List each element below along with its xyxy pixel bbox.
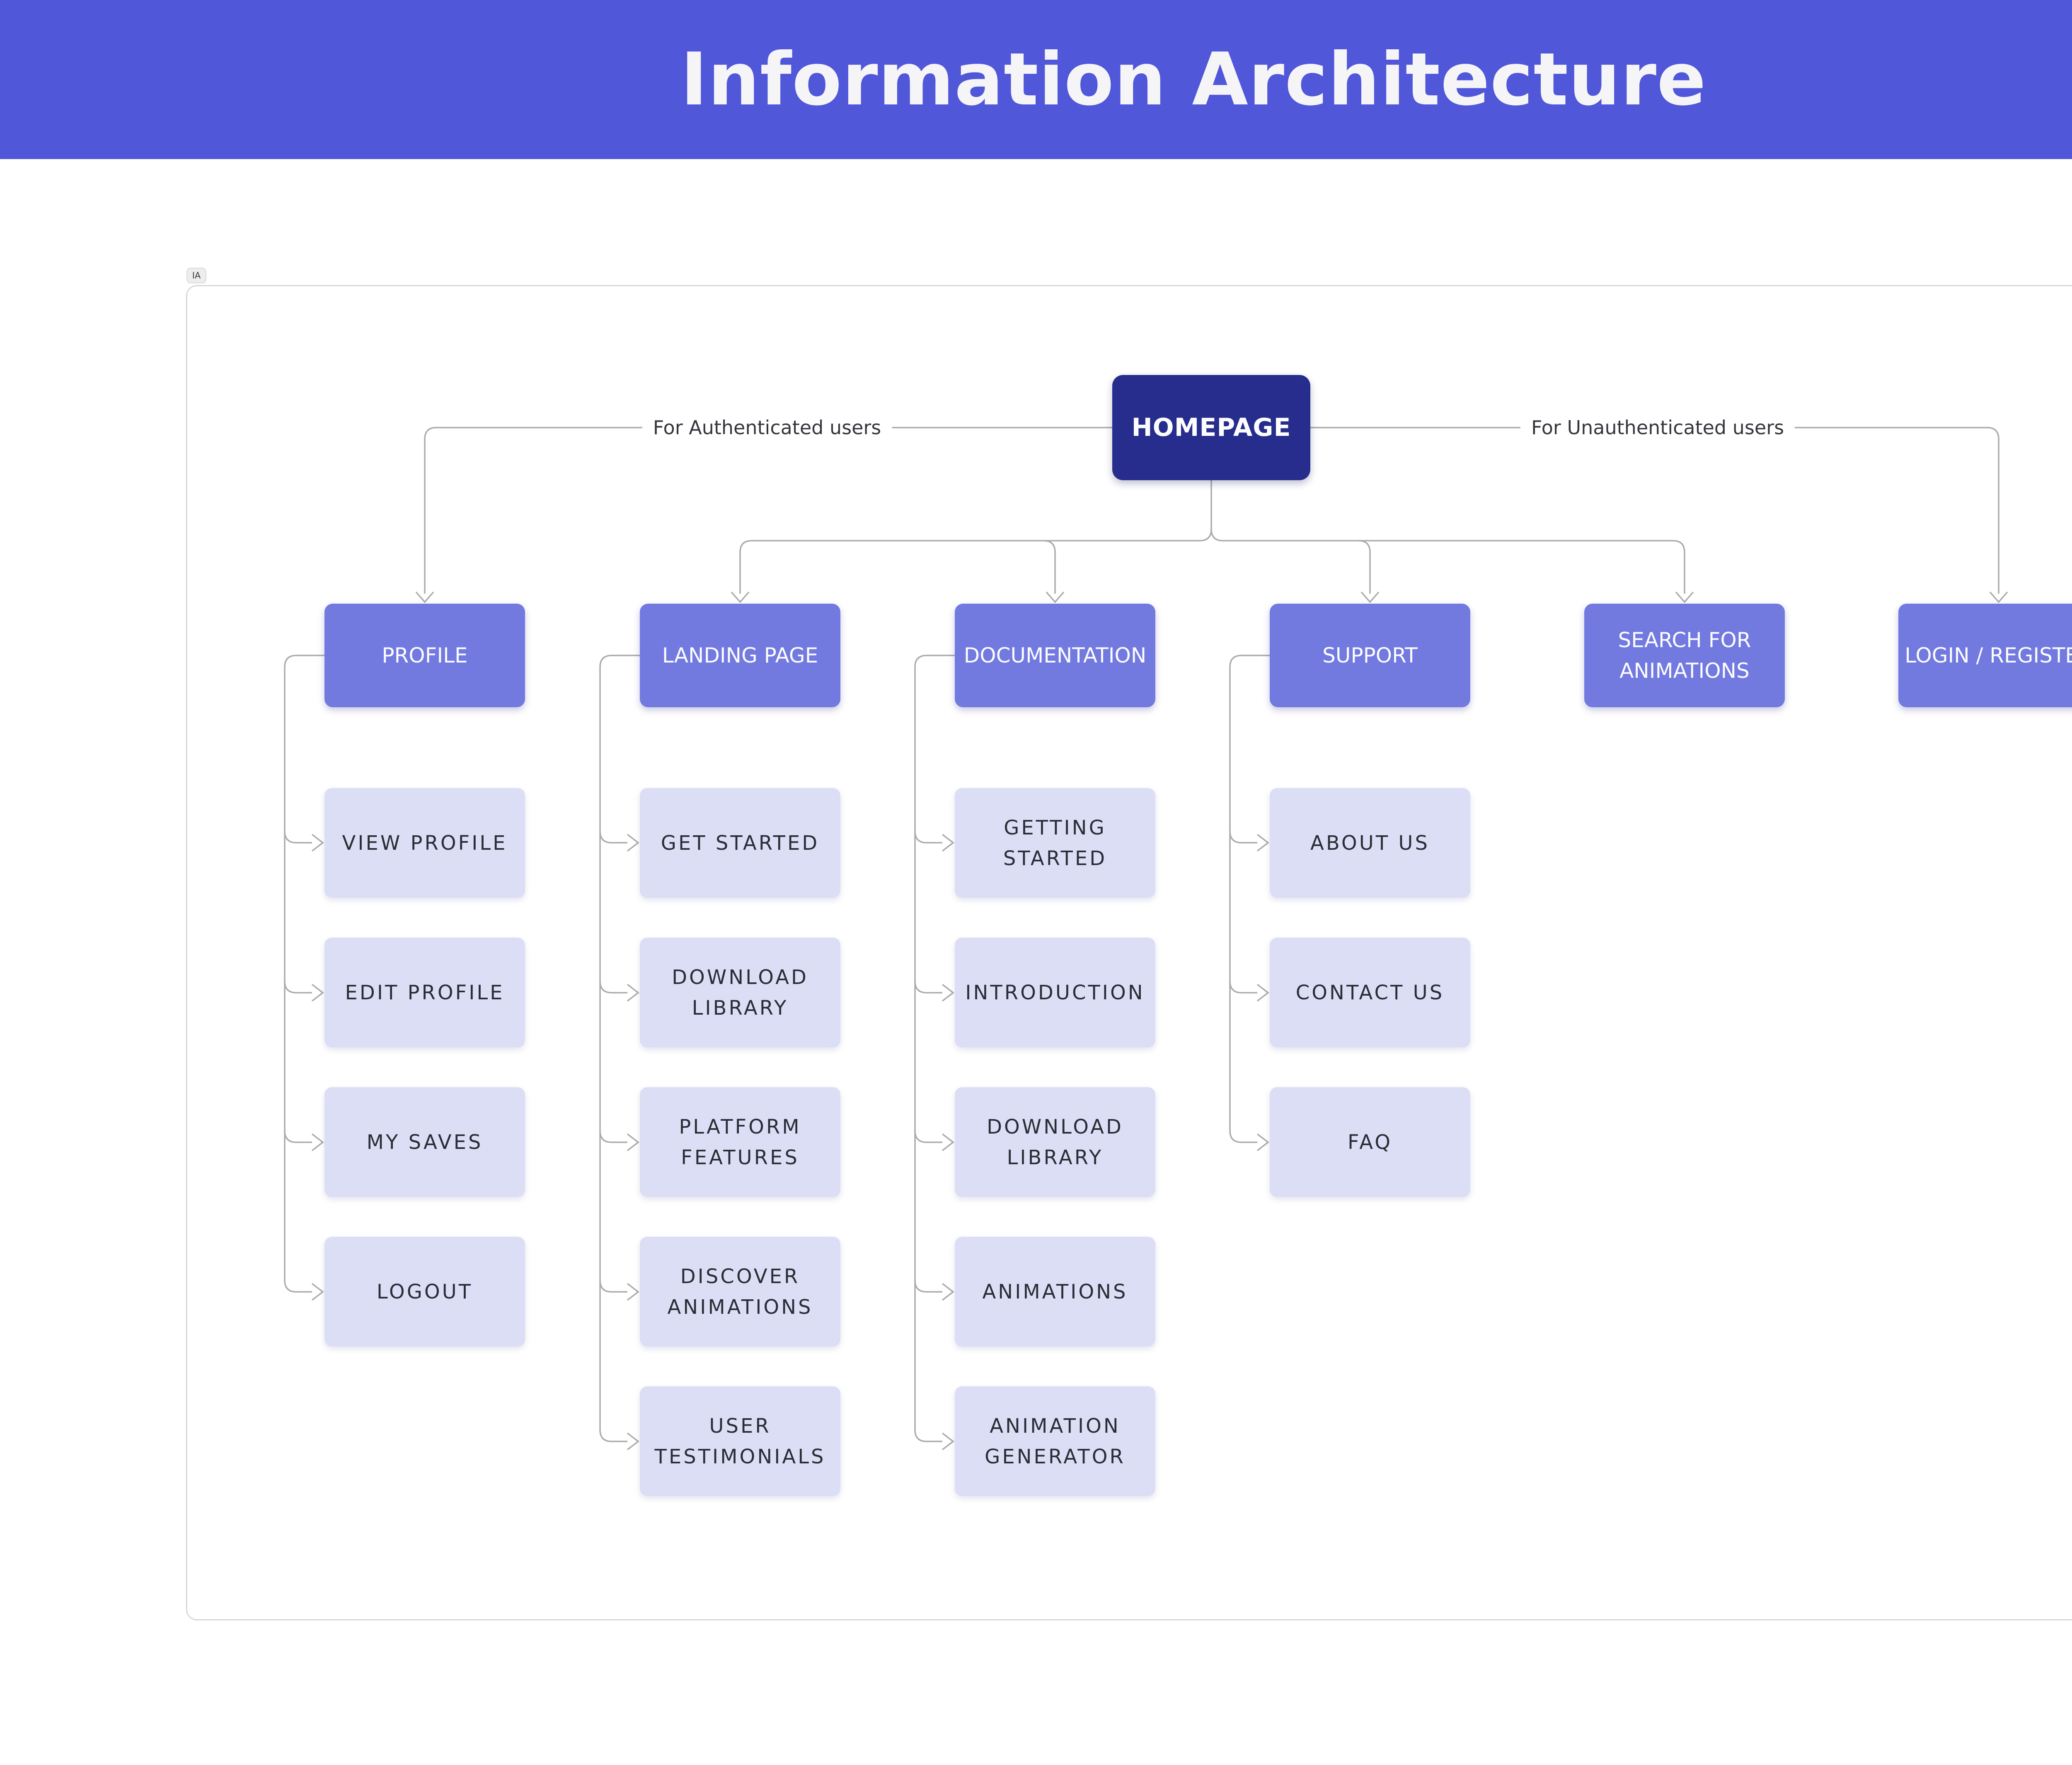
node-landing-page[interactable]: LANDING PAGE <box>640 604 840 707</box>
page-title: Information Architecture <box>680 37 1706 122</box>
arrow-right-icon <box>942 1133 954 1151</box>
node-introduction[interactable]: INTRODUCTION <box>955 938 1155 1047</box>
arrow-down-icon <box>1360 591 1380 603</box>
arrow-right-icon <box>942 1283 954 1301</box>
arrow-down-icon <box>415 591 434 603</box>
node-about-us[interactable]: ABOUT US <box>1270 788 1470 898</box>
node-faq[interactable]: FAQ <box>1270 1087 1470 1197</box>
node-homepage[interactable]: HOMEPAGE <box>1112 375 1310 480</box>
arrow-right-icon <box>311 1133 324 1151</box>
node-view-profile[interactable]: VIEW PROFILE <box>324 788 525 898</box>
arrow-right-icon <box>627 1283 639 1301</box>
node-logout[interactable]: LOGOUT <box>324 1237 525 1347</box>
arrow-right-icon <box>311 984 324 1002</box>
node-platform-features[interactable]: PLATFORM FEATURES <box>640 1087 840 1197</box>
node-support[interactable]: SUPPORT <box>1270 604 1470 707</box>
node-search-for-animations[interactable]: SEARCH FOR ANIMATIONS <box>1584 604 1785 707</box>
arrow-right-icon <box>942 984 954 1002</box>
arrow-down-icon <box>1989 591 2008 603</box>
node-user-testimonials[interactable]: USER TESTIMONIALS <box>640 1386 840 1496</box>
frame-label-chip[interactable]: IA <box>186 268 206 283</box>
header-banner: Information Architecture <box>0 0 2072 159</box>
node-documentation[interactable]: DOCUMENTATION <box>955 604 1155 707</box>
arrow-right-icon <box>627 984 639 1002</box>
node-doc-download-library[interactable]: DOWNLOAD LIBRARY <box>955 1087 1155 1197</box>
node-edit-profile[interactable]: EDIT PROFILE <box>324 938 525 1047</box>
node-login-register[interactable]: LOGIN / REGISTER <box>1898 604 2072 707</box>
arrow-right-icon <box>1256 1133 1269 1151</box>
node-discover-animations[interactable]: DISCOVER ANIMATIONS <box>640 1237 840 1347</box>
edge-label-authenticated: For Authenticated users <box>642 413 892 442</box>
arrow-right-icon <box>942 1432 954 1451</box>
arrow-down-icon <box>731 591 750 603</box>
node-animations[interactable]: ANIMATIONS <box>955 1237 1155 1347</box>
node-get-started[interactable]: GET STARTED <box>640 788 840 898</box>
arrow-right-icon <box>627 1133 639 1151</box>
arrow-right-icon <box>942 834 954 852</box>
arrow-right-icon <box>627 1432 639 1451</box>
edge-label-unauthenticated: For Unauthenticated users <box>1520 413 1795 442</box>
arrow-right-icon <box>311 834 324 852</box>
node-download-library[interactable]: DOWNLOAD LIBRARY <box>640 938 840 1047</box>
node-contact-us[interactable]: CONTACT US <box>1270 938 1470 1047</box>
arrow-down-icon <box>1675 591 1694 603</box>
arrow-right-icon <box>1256 834 1269 852</box>
arrow-right-icon <box>311 1283 324 1301</box>
node-profile[interactable]: PROFILE <box>324 604 525 707</box>
node-animation-generator[interactable]: ANIMATION GENERATOR <box>955 1386 1155 1496</box>
arrow-right-icon <box>627 834 639 852</box>
node-my-saves[interactable]: MY SAVES <box>324 1087 525 1197</box>
arrow-right-icon <box>1256 984 1269 1002</box>
arrow-down-icon <box>1046 591 1065 603</box>
node-getting-started[interactable]: GETTING STARTED <box>955 788 1155 898</box>
